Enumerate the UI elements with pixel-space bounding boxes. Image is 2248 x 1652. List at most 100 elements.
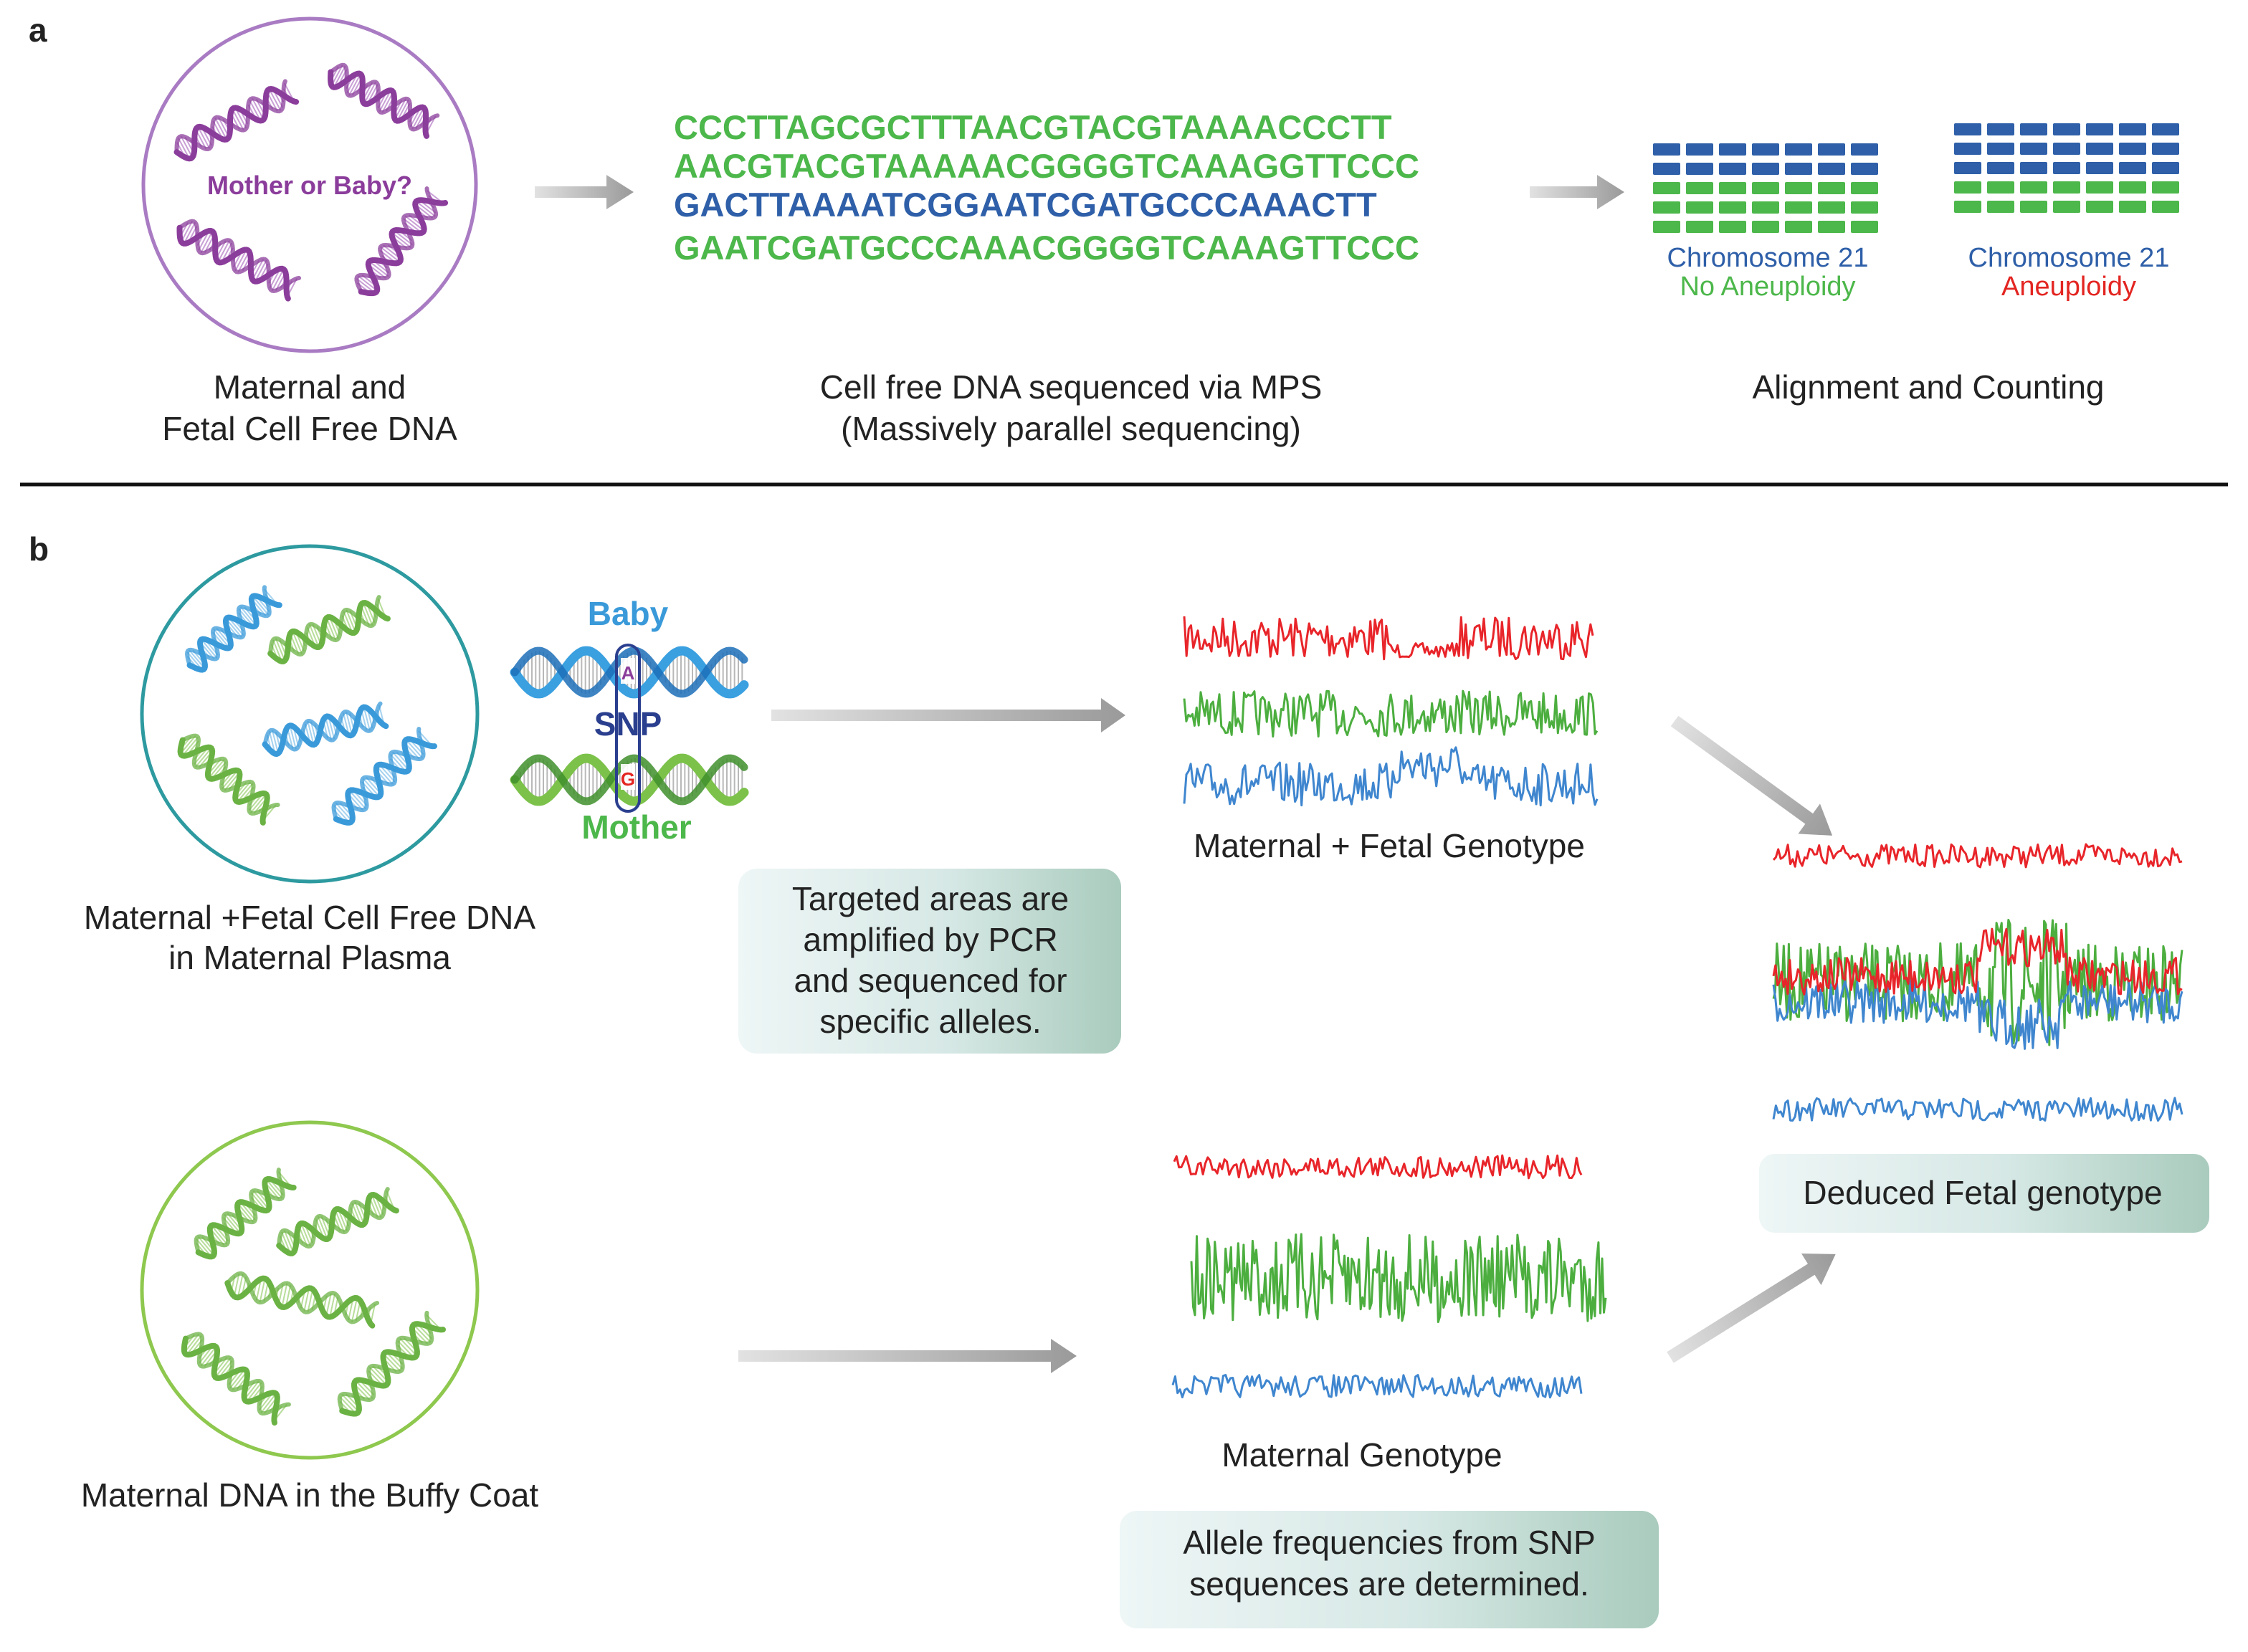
pcr-info-box xyxy=(738,869,1121,1054)
dna-helix-icon xyxy=(224,1271,380,1329)
arrow-icon xyxy=(1667,1254,1836,1363)
read-block xyxy=(2119,123,2146,135)
allele-frequency-line: Allele frequencies from SNP xyxy=(1183,1524,1595,1561)
blue-green-dna-helices xyxy=(177,585,438,826)
read-block xyxy=(1719,201,1746,214)
read-block xyxy=(1987,201,2014,213)
read-block xyxy=(1851,221,1878,233)
dna-circle-buffy-coat xyxy=(140,1120,480,1460)
read-block xyxy=(1954,143,1981,155)
dna-helix-icon xyxy=(181,1332,291,1426)
read-block xyxy=(1686,201,1713,214)
genotype-trace xyxy=(1183,616,1594,661)
read-block xyxy=(1954,162,1981,174)
circle-question-label: Mother or Baby? xyxy=(207,171,412,200)
read-block xyxy=(2086,123,2113,135)
snp-dna-helix-icon xyxy=(510,646,749,699)
read-block xyxy=(1719,163,1746,175)
read-block xyxy=(2152,162,2179,174)
read-block xyxy=(1987,162,2014,174)
caption-plasma-1: Maternal +Fetal Cell Free DNA xyxy=(84,899,535,936)
snp-label: SNP xyxy=(594,705,662,743)
purple-dna-helices xyxy=(173,62,449,302)
read-block xyxy=(1818,163,1845,175)
dna-helix-icon xyxy=(173,79,300,162)
read-block xyxy=(1954,181,1981,194)
dna-helix-icon xyxy=(337,1310,446,1417)
read-block xyxy=(2053,123,2080,135)
grid2-label: Chromosome 21 xyxy=(1968,243,2170,273)
read-block xyxy=(1818,182,1845,194)
read-block xyxy=(1785,143,1812,156)
read-block xyxy=(2086,201,2113,213)
allele-frequency-line: sequences are determined. xyxy=(1189,1565,1589,1603)
read-block xyxy=(2020,181,2047,194)
caption-buffy-coat: Maternal DNA in the Buffy Coat xyxy=(81,1476,539,1514)
read-block xyxy=(2086,181,2113,194)
read-block xyxy=(2053,162,2080,174)
genotype-trace xyxy=(1190,1233,1607,1323)
read-block xyxy=(2086,143,2113,155)
read-block xyxy=(1987,143,2014,155)
read-block xyxy=(2152,181,2179,194)
green-dna-helices xyxy=(181,1168,446,1426)
read-block xyxy=(2053,201,2080,213)
dna-helix-icon xyxy=(177,733,280,826)
read-block xyxy=(1752,143,1779,156)
snp-dna-helix-icon xyxy=(510,753,749,806)
maternal-fetal-genotype-caption: Maternal + Fetal Genotype xyxy=(1194,827,1585,864)
caption-maternal-fetal-cfdna-1: Maternal and xyxy=(214,368,406,406)
read-count-grid-no-aneuploidy xyxy=(1653,143,1878,233)
pcr-info-line: Targeted areas are xyxy=(792,880,1069,917)
allele-baby-label: A xyxy=(621,662,635,684)
genotype-traces xyxy=(1171,616,2183,1399)
baby-label: Baby xyxy=(588,595,669,632)
read-block xyxy=(2152,201,2179,213)
read-block xyxy=(1686,143,1713,156)
read-block xyxy=(2020,143,2047,155)
read-block xyxy=(2053,143,2080,155)
dna-helix-icon xyxy=(354,186,449,297)
read-block xyxy=(1653,221,1680,233)
read-block xyxy=(1752,163,1779,175)
dna-helix-icon xyxy=(331,727,438,826)
read-block xyxy=(1752,182,1779,194)
allele-frequency-box xyxy=(1120,1511,1659,1628)
deduced-fetal-genotype-caption: Deduced Fetal genotype xyxy=(1803,1174,2162,1211)
pcr-info-line: amplified by PCR xyxy=(803,921,1057,958)
dna-circle-plasma xyxy=(140,544,480,884)
arrow-icon xyxy=(1670,715,1833,836)
allele-mother-label: G xyxy=(621,768,635,790)
caption-alignment-counting: Alignment and Counting xyxy=(1753,368,2105,406)
genotype-trace xyxy=(1772,979,2183,1050)
read-block xyxy=(1818,221,1845,233)
read-block xyxy=(2020,201,2047,213)
pcr-info-line: and sequenced for xyxy=(794,962,1067,999)
grid1-status: No Aneuploidy xyxy=(1680,272,1855,302)
dna-helix-icon xyxy=(194,1168,297,1260)
genotype-trace xyxy=(1772,1097,2183,1122)
read-block xyxy=(2020,162,2047,174)
dna-helix-icon xyxy=(176,219,302,302)
arrow-icon xyxy=(1530,175,1624,209)
read-block xyxy=(1752,221,1779,233)
mother-label: Mother xyxy=(581,808,691,846)
read-block xyxy=(1785,221,1812,233)
snp-illustration: AG xyxy=(510,644,749,813)
read-block xyxy=(2152,143,2179,155)
read-block xyxy=(1851,163,1878,175)
read-block xyxy=(2020,123,2047,135)
sequence-line: AACGTACGTAAAAACGGGGTCAAAGGTTCCC xyxy=(674,147,1419,185)
panel-b-letter: b xyxy=(29,530,49,568)
read-block xyxy=(1818,201,1845,214)
panel-a-letter: a xyxy=(29,11,47,49)
read-block xyxy=(2119,181,2146,194)
arrow-icon xyxy=(771,698,1125,732)
read-block xyxy=(1719,221,1746,233)
deduced-fetal-genotype-box xyxy=(1759,1154,2209,1233)
read-block xyxy=(1653,182,1680,194)
read-block xyxy=(1851,182,1878,194)
grid1-label: Chromosome 21 xyxy=(1667,243,1869,273)
read-block xyxy=(2119,201,2146,213)
